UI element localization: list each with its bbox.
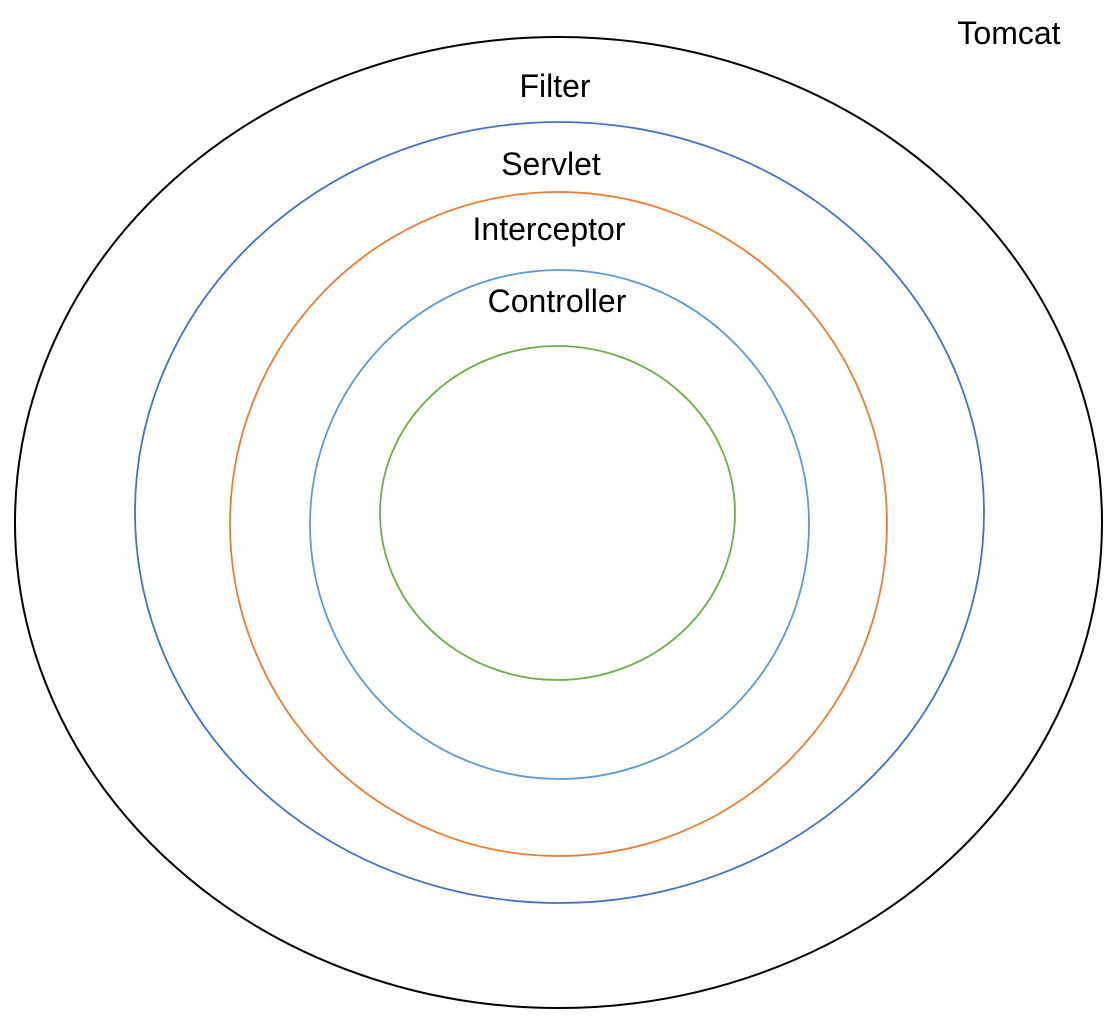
ring-ellipse-tomcat — [14, 36, 1103, 1009]
ring-label-interceptor: Interceptor — [473, 211, 626, 247]
ring-label-tomcat: Tomcat — [957, 15, 1060, 51]
ring-label-servlet: Servlet — [501, 146, 601, 182]
ring-ellipse-filter — [134, 121, 985, 904]
ring-label-controller: Controller — [488, 283, 627, 319]
ring-label-filter: Filter — [519, 68, 590, 104]
ring-ellipse-servlet — [229, 191, 888, 857]
ring-ellipse-controller — [379, 345, 736, 681]
ring-ellipse-interceptor — [309, 269, 810, 780]
